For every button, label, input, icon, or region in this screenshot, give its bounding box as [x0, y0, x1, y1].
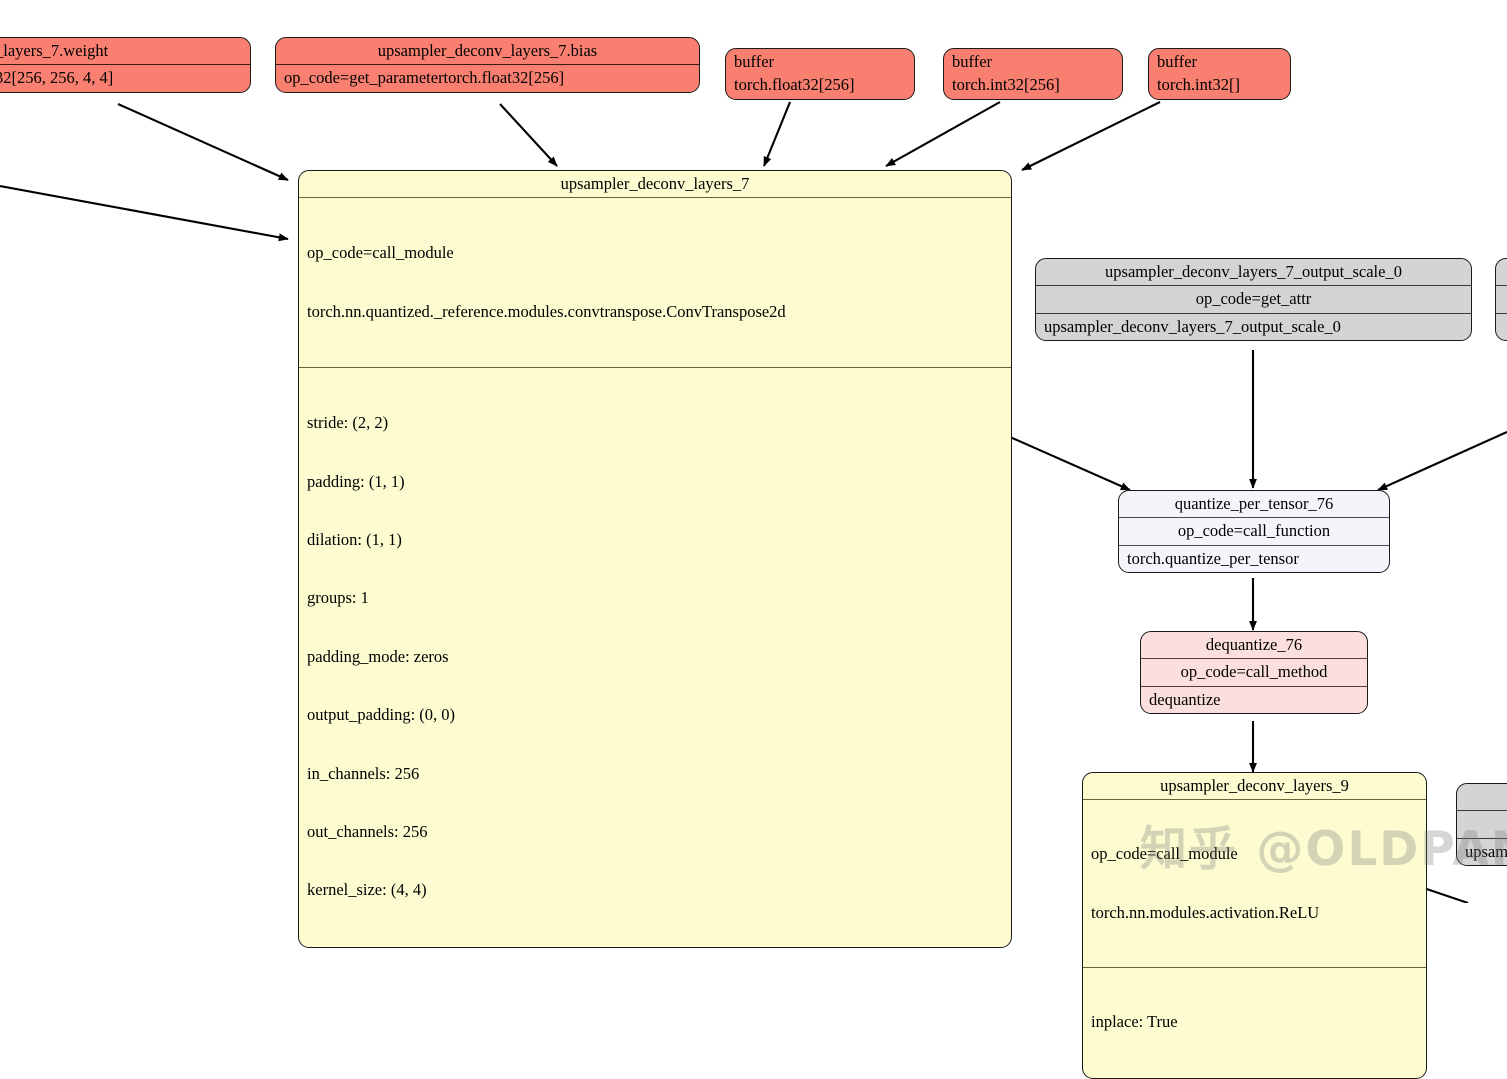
node-output-zero-point-partial-right-target: [1496, 312, 1507, 340]
node-weight-parameter-title: _layers_7.weight: [0, 41, 109, 60]
node-buffer-int32-empty[interactable]: buffer torch.int32[]: [1148, 48, 1291, 100]
node-partial-bottom-right-title: u: [1457, 784, 1507, 810]
edge-buffer-float32-to-deconv7: [763, 101, 791, 167]
graph-canvas: _layers_7.weight 32[256, 256, 4, 4] upsa…: [0, 37, 1507, 1079]
node-quantize-per-tensor-76-title: quantize_per_tensor_76: [1174, 494, 1334, 513]
edge-offscreen-left-to-deconv7: [0, 184, 289, 242]
node-output-scale-0-target: upsampler_deconv_layers_7_output_scale_0: [1036, 312, 1471, 340]
node-upsampler-deconv-layers-7-attrs: stride: (2, 2) padding: (1, 1) dilation:…: [299, 367, 1011, 947]
node-output-zero-point-partial-right[interactable]: [1495, 258, 1507, 342]
node-dequantize-76-title: dequantize_76: [1205, 635, 1303, 654]
node-dequantize-76-opcode: op_code=call_method: [1141, 658, 1367, 685]
edge-weight-to-deconv7: [117, 103, 289, 181]
node-buffer-float32-kind: buffer: [734, 52, 775, 71]
node-output-zero-point-partial-right-title: [1496, 259, 1507, 285]
node-dequantize-76-target: dequantize: [1141, 685, 1367, 713]
node-weight-parameter[interactable]: _layers_7.weight 32[256, 256, 4, 4]: [0, 37, 251, 93]
node-output-scale-0-title: upsampler_deconv_layers_7_output_scale_0: [1105, 262, 1402, 281]
node-partial-bottom-right[interactable]: u upsam: [1456, 783, 1507, 867]
node-upsampler-deconv-layers-7-body: op_code=call_module torch.nn.quantized._…: [299, 197, 1011, 367]
edge-rightpartial-to-quantize76: [1377, 431, 1507, 491]
node-upsampler-deconv-layers-9-attrs: inplace: True: [1083, 967, 1426, 1077]
attr-in-channels: in_channels: 256: [307, 763, 420, 783]
node-quantize-per-tensor-76-target: torch.quantize_per_tensor: [1119, 544, 1389, 572]
node-bias-parameter-opcode: op_code=get_parametertorch.float32[256]: [276, 64, 699, 91]
node-upsampler-deconv-layers-9-body: op_code=call_module torch.nn.modules.act…: [1083, 799, 1426, 967]
node-buffer-float32-dtype: torch.float32[256]: [734, 75, 855, 95]
node-upsampler-deconv-layers-7-title: upsampler_deconv_layers_7: [560, 174, 750, 193]
node-upsampler-deconv-layers-9-target: torch.nn.modules.activation.ReLU: [1091, 902, 1320, 922]
node-quantize-per-tensor-76[interactable]: quantize_per_tensor_76 op_code=call_func…: [1118, 490, 1390, 574]
node-quantize-per-tensor-76-opcode: op_code=call_function: [1119, 517, 1389, 544]
attr-out-channels: out_channels: 256: [307, 822, 428, 841]
node-partial-bottom-right-target: upsam: [1457, 837, 1507, 865]
node-buffer-int32-256[interactable]: buffer torch.int32[256]: [943, 48, 1123, 100]
node-output-zero-point-partial-right-opcode: [1496, 285, 1507, 312]
node-buffer-int32-256-dtype: torch.int32[256]: [952, 75, 1060, 95]
node-bias-parameter-title: upsampler_deconv_layers_7.bias: [377, 41, 598, 60]
node-bias-parameter[interactable]: upsampler_deconv_layers_7.bias op_code=g…: [275, 37, 700, 93]
node-buffer-int32-256-kind: buffer: [952, 52, 993, 71]
edge-deconv7-to-quantize76: [1009, 436, 1131, 491]
attr-inplace: inplace: True: [1091, 1012, 1178, 1032]
node-upsampler-deconv-layers-7-opcode: op_code=call_module: [307, 243, 454, 263]
node-buffer-int32-empty-dtype: torch.int32[]: [1157, 75, 1240, 95]
edge-buffer-int32-empty-to-deconv7: [1021, 101, 1161, 171]
node-buffer-float32[interactable]: buffer torch.float32[256]: [725, 48, 915, 100]
attr-padding: padding: (1, 1): [307, 471, 405, 491]
node-partial-bottom-right-opcode: [1457, 810, 1507, 837]
node-upsampler-deconv-layers-9[interactable]: upsampler_deconv_layers_9 op_code=call_m…: [1082, 772, 1427, 1079]
attr-kernel-size: kernel_size: (4, 4): [307, 880, 427, 900]
attr-dilation: dilation: (1, 1): [307, 529, 402, 549]
node-upsampler-deconv-layers-7[interactable]: upsampler_deconv_layers_7 op_code=call_m…: [298, 170, 1012, 948]
attr-padding-mode: padding_mode: zeros: [307, 646, 449, 666]
node-upsampler-deconv-layers-7-target: torch.nn.quantized._reference.modules.co…: [307, 301, 786, 321]
node-upsampler-deconv-layers-9-title: upsampler_deconv_layers_9: [1160, 776, 1349, 795]
attr-output-padding: output_padding: (0, 0): [307, 705, 456, 725]
node-buffer-int32-empty-kind: buffer: [1157, 52, 1198, 71]
edge-bias-to-deconv7: [499, 103, 558, 167]
attr-stride: stride: (2, 2): [307, 413, 389, 433]
node-output-scale-0-opcode: op_code=get_attr: [1036, 285, 1471, 312]
node-weight-parameter-dtype: 32[256, 256, 4, 4]: [0, 64, 250, 91]
node-output-scale-0[interactable]: upsampler_deconv_layers_7_output_scale_0…: [1035, 258, 1472, 342]
attr-groups: groups: 1: [307, 588, 369, 608]
edge-buffer-int32-256-to-deconv7: [885, 101, 1001, 167]
node-upsampler-deconv-layers-9-opcode: op_code=call_module: [1091, 844, 1238, 864]
node-dequantize-76[interactable]: dequantize_76 op_code=call_method dequan…: [1140, 631, 1368, 715]
